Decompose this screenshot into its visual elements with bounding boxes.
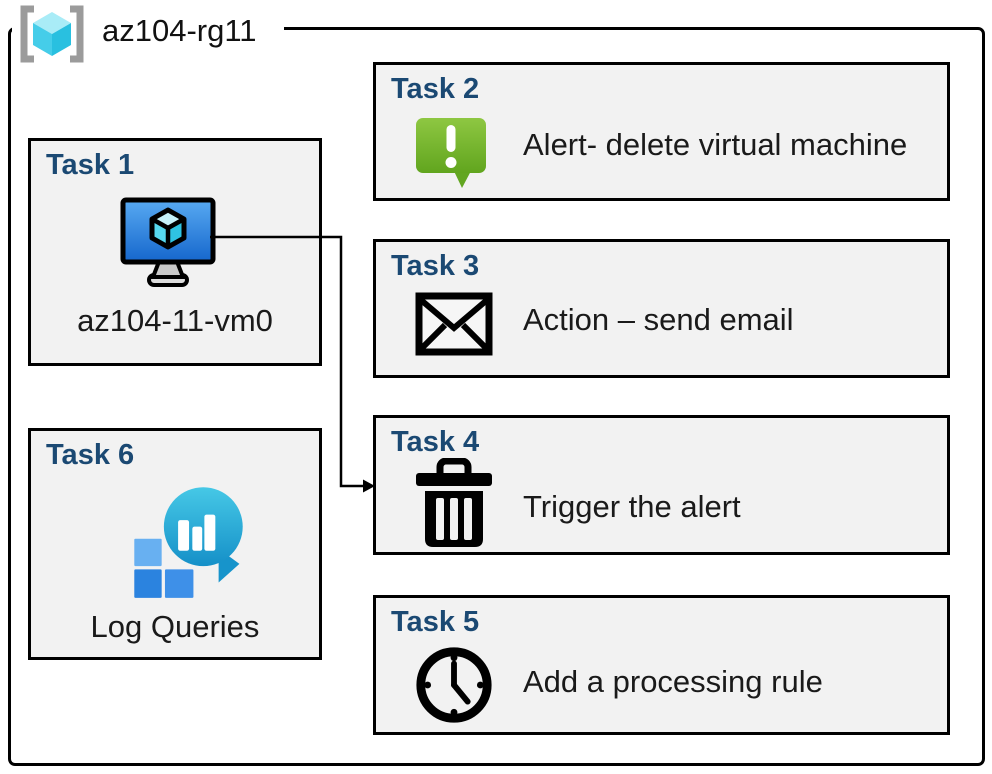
alert-icon xyxy=(415,117,487,194)
task-6-text: Log Queries xyxy=(90,609,260,644)
resource-group-title: az104-rg11 xyxy=(102,13,257,48)
task-1-label: Task 1 xyxy=(46,149,135,181)
task-1-box: Task 1 az104-11-vm0 xyxy=(28,138,322,366)
trash-icon xyxy=(415,457,493,557)
frame-title-gap xyxy=(12,24,284,33)
task-4-box: Task 4 Trigger the alert xyxy=(373,415,950,555)
task-4-text: Trigger the alert xyxy=(523,489,741,524)
task-5-text: Add a processing rule xyxy=(523,664,823,699)
task-3-box: Task 3 Action – send email xyxy=(373,239,950,378)
task-3-label: Task 3 xyxy=(391,250,480,282)
task-4-label: Task 4 xyxy=(391,426,480,458)
task-2-text: Alert- delete virtual machine xyxy=(523,127,908,162)
task-2-label: Task 2 xyxy=(391,73,480,105)
log-analytics-icon xyxy=(131,485,246,604)
task-2-box: Task 2 Alert- delete virtual machine xyxy=(373,62,950,201)
clock-icon xyxy=(413,643,495,732)
task-1-text: az104-11-vm0 xyxy=(77,303,273,338)
virtual-machine-icon xyxy=(120,197,216,294)
task-3-text: Action – send email xyxy=(523,302,794,337)
task-5-box: Task 5 Add a processing rule xyxy=(373,595,950,735)
resource-group-icon xyxy=(13,5,91,63)
task-5-label: Task 5 xyxy=(391,606,480,638)
email-icon xyxy=(415,292,493,361)
task-6-label: Task 6 xyxy=(46,439,135,471)
task-6-box: Task 6 Log Queries xyxy=(28,428,322,660)
